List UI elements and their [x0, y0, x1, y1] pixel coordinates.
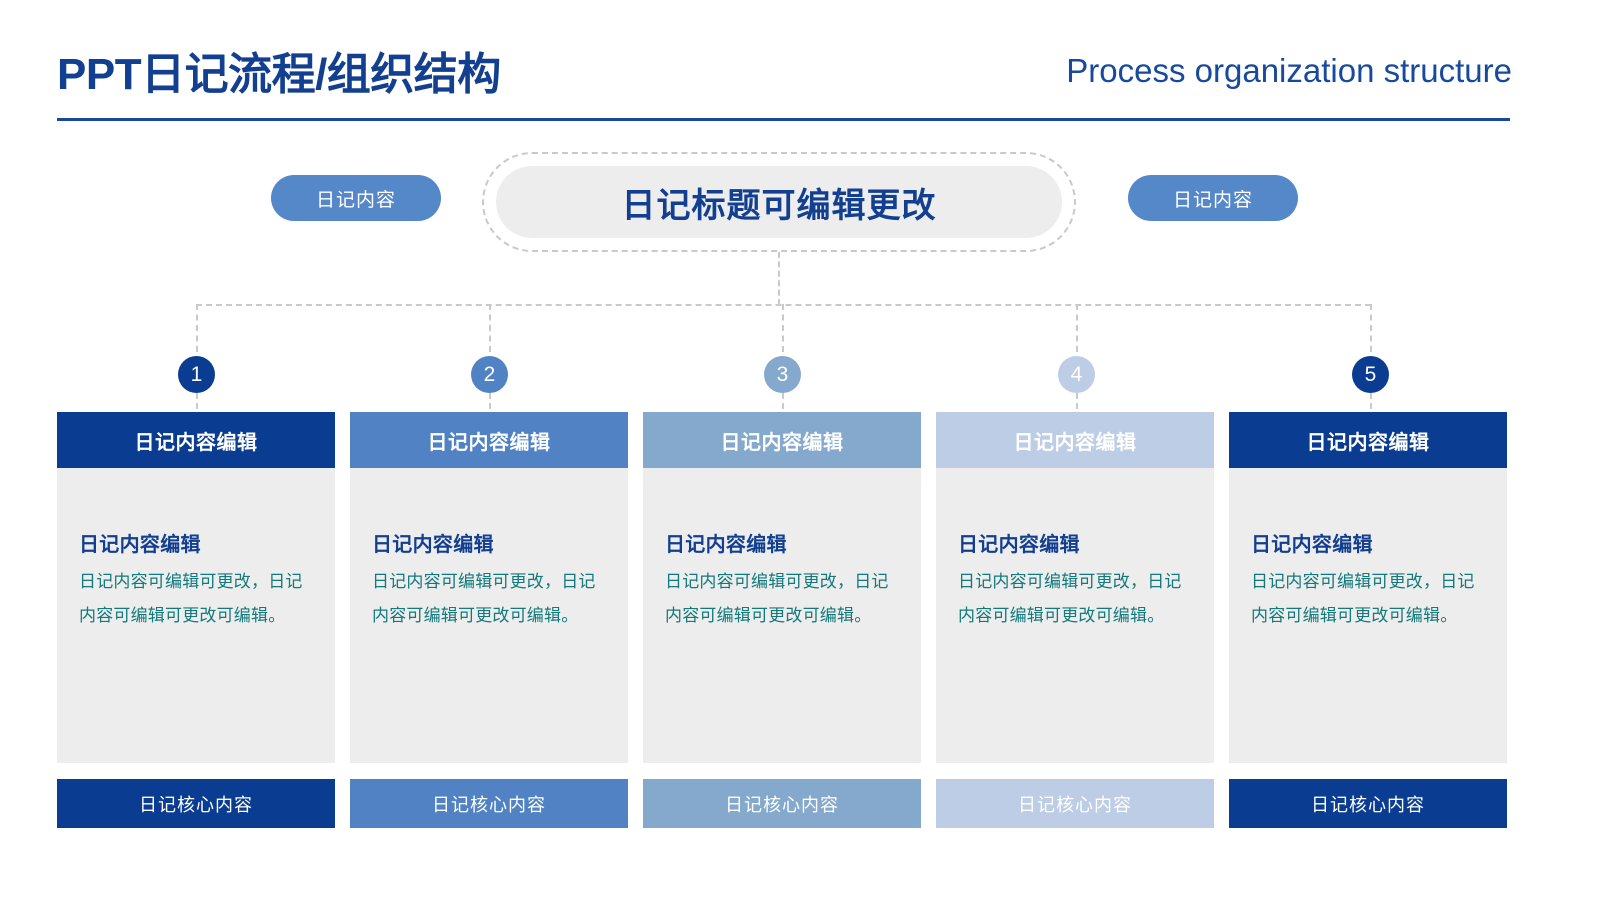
slide-header: PPT日记流程/组织结构 Process organization struct… — [0, 0, 1600, 130]
step-column-footer-5[interactable]: 日记核心内容 — [1229, 779, 1507, 828]
left-content-pill[interactable]: 日记内容 — [271, 175, 441, 221]
step-body-title-2: 日记内容编辑 — [372, 534, 494, 556]
step-column-header-5[interactable]: 日记内容编辑 — [1229, 412, 1507, 468]
page-title: PPT日记流程/组织结构 — [57, 50, 501, 99]
connector-drop-1 — [196, 304, 198, 352]
step-body-title-5: 日记内容编辑 — [1251, 534, 1373, 556]
step-column-body-1: 日记内容编辑日记内容可编辑可更改，日记内容可编辑可更改可编辑。 — [57, 468, 335, 763]
step-body-title-4: 日记内容编辑 — [958, 534, 1080, 556]
step-column-footer-1[interactable]: 日记核心内容 — [57, 779, 335, 828]
step-column-body-5: 日记内容编辑日记内容可编辑可更改，日记内容可编辑可更改可编辑。 — [1229, 468, 1507, 763]
step-column-4: 日记内容编辑日记内容编辑日记内容可编辑可更改，日记内容可编辑可更改可编辑。日记核… — [936, 412, 1214, 832]
step-circle-5[interactable]: 5 — [1352, 356, 1389, 393]
step-body-text-2: 日记内容可编辑可更改，日记内容可编辑可更改可编辑。 — [372, 572, 596, 625]
connector-drop-4 — [1076, 304, 1078, 352]
connector-drop-2 — [489, 304, 491, 352]
page-subtitle: Process organization structure — [1066, 52, 1512, 89]
connector-drop-5 — [1370, 304, 1372, 352]
connector-drop-3 — [782, 304, 784, 352]
step-column-header-3[interactable]: 日记内容编辑 — [643, 412, 921, 468]
left-content-pill-label: 日记内容 — [315, 189, 396, 211]
step-circle-4[interactable]: 4 — [1058, 356, 1095, 393]
step-column-footer-4[interactable]: 日记核心内容 — [936, 779, 1214, 828]
step-circle-1[interactable]: 1 — [178, 356, 215, 393]
step-column-2: 日记内容编辑日记内容编辑日记内容可编辑可更改，日记内容可编辑可更改可编辑。日记核… — [350, 412, 628, 832]
step-column-footer-3[interactable]: 日记核心内容 — [643, 779, 921, 828]
step-column-header-4[interactable]: 日记内容编辑 — [936, 412, 1214, 468]
right-content-pill-label: 日记内容 — [1172, 189, 1253, 211]
step-column-3: 日记内容编辑日记内容编辑日记内容可编辑可更改，日记内容可编辑可更改可编辑。日记核… — [643, 412, 921, 832]
step-column-1: 日记内容编辑日记内容编辑日记内容可编辑可更改，日记内容可编辑可更改可编辑。日记核… — [57, 412, 335, 832]
diagram-top-area: 日记内容 日记内容 日记标题可编辑更改 1 2 3 4 5 — [0, 130, 1600, 439]
right-content-pill[interactable]: 日记内容 — [1128, 175, 1298, 221]
step-body-text-5: 日记内容可编辑可更改，日记内容可编辑可更改可编辑。 — [1251, 572, 1475, 625]
center-title-dashed-outline — [482, 152, 1076, 252]
center-title-label: 日记标题可编辑更改 — [621, 186, 937, 225]
header-divider — [57, 118, 1510, 121]
step-body-title-3: 日记内容编辑 — [665, 534, 787, 556]
step-body-text-4: 日记内容可编辑可更改，日记内容可编辑可更改可编辑。 — [958, 572, 1182, 625]
step-circle-2[interactable]: 2 — [471, 356, 508, 393]
step-column-header-2[interactable]: 日记内容编辑 — [350, 412, 628, 468]
step-column-header-1[interactable]: 日记内容编辑 — [57, 412, 335, 468]
step-body-title-1: 日记内容编辑 — [79, 534, 201, 556]
connector-vertical-main — [778, 252, 782, 305]
step-column-5: 日记内容编辑日记内容编辑日记内容可编辑可更改，日记内容可编辑可更改可编辑。日记核… — [1229, 412, 1507, 832]
step-columns: 日记内容编辑日记内容编辑日记内容可编辑可更改，日记内容可编辑可更改可编辑。日记核… — [57, 412, 1510, 832]
step-circle-3[interactable]: 3 — [764, 356, 801, 393]
step-body-text-1: 日记内容可编辑可更改，日记内容可编辑可更改可编辑。 — [79, 572, 303, 625]
center-title-box[interactable]: 日记标题可编辑更改 — [496, 166, 1062, 238]
step-column-body-2: 日记内容编辑日记内容可编辑可更改，日记内容可编辑可更改可编辑。 — [350, 468, 628, 763]
step-body-text-3: 日记内容可编辑可更改，日记内容可编辑可更改可编辑。 — [665, 572, 889, 625]
step-column-footer-2[interactable]: 日记核心内容 — [350, 779, 628, 828]
step-column-body-4: 日记内容编辑日记内容可编辑可更改，日记内容可编辑可更改可编辑。 — [936, 468, 1214, 763]
step-column-body-3: 日记内容编辑日记内容可编辑可更改，日记内容可编辑可更改可编辑。 — [643, 468, 921, 763]
